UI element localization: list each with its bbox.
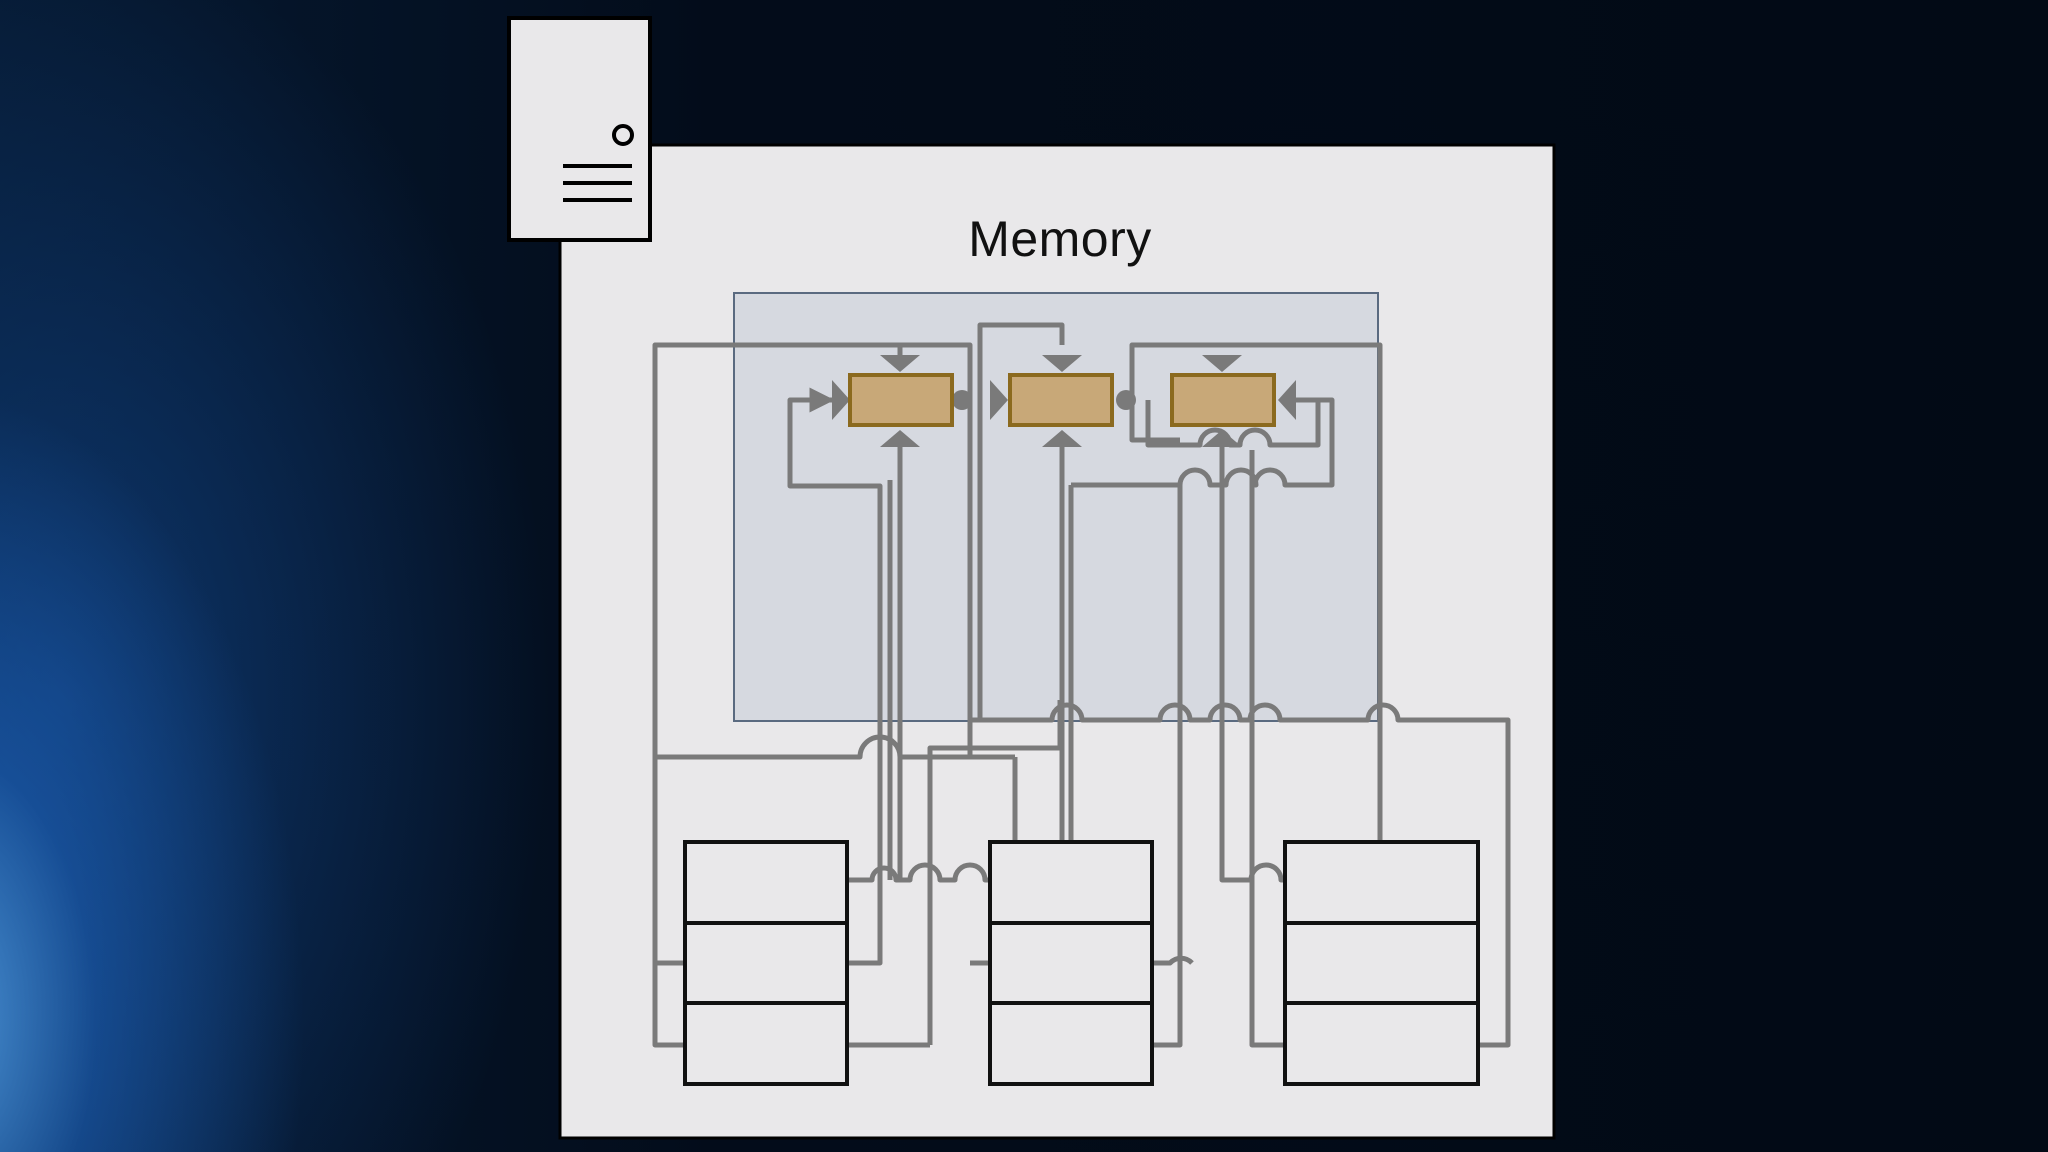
- wire: [847, 862, 990, 883]
- wire: [1248, 862, 1285, 883]
- wire: [1219, 440, 1251, 883]
- register-2: [1008, 373, 1114, 427]
- document-icon: [507, 16, 652, 242]
- wire: [977, 322, 1065, 720]
- wire: [1222, 342, 1383, 843]
- memory-title: Memory: [968, 211, 1152, 267]
- memory-block-right: [1283, 840, 1480, 1086]
- wire: [1249, 450, 1285, 1048]
- wire: [652, 342, 900, 1048]
- memory-block-middle: [988, 840, 1154, 1086]
- wire: [970, 702, 1511, 1048]
- wire: [1071, 397, 1335, 488]
- wire: [1152, 955, 1194, 966]
- memory-block-left: [683, 840, 849, 1086]
- wire: [1152, 485, 1183, 1048]
- wires: [652, 322, 1511, 1048]
- register-1: [848, 373, 954, 427]
- register-3: [1170, 373, 1276, 427]
- arrowheads: [832, 355, 1296, 447]
